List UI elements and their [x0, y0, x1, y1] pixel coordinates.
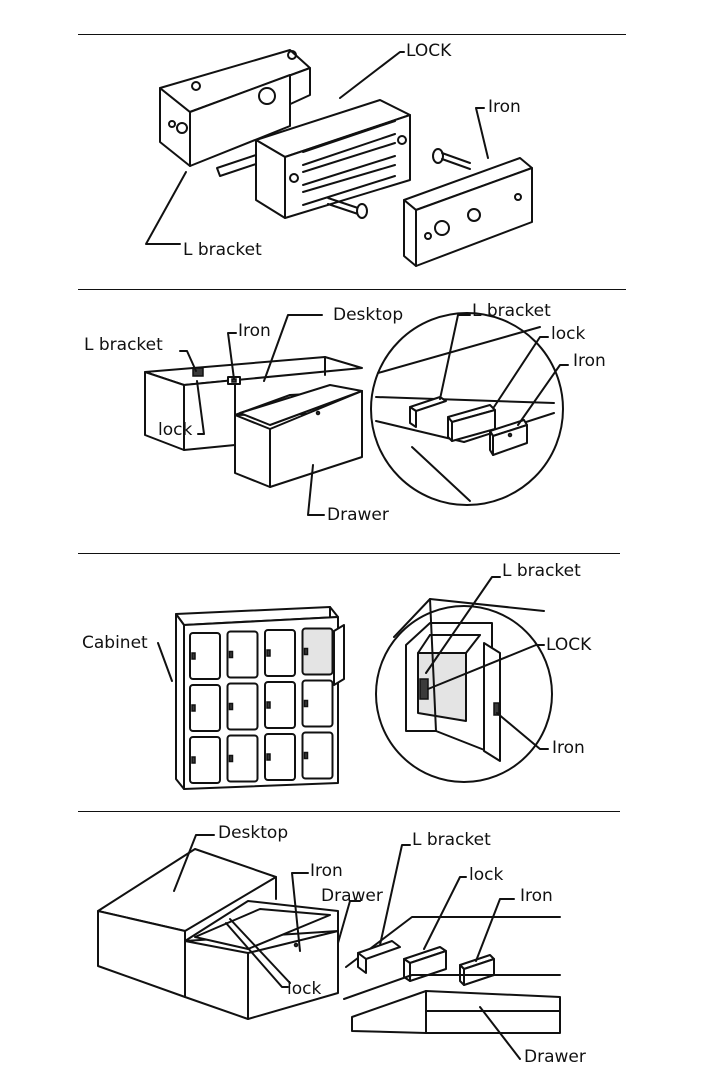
- iron-plate-drawing: [403, 157, 533, 267]
- locker-door: [189, 736, 221, 784]
- drawer-drawing: [234, 384, 363, 488]
- l-bracket-label: L bracket: [84, 335, 163, 355]
- iron-label: Iron: [552, 738, 585, 758]
- cabinet-label: Cabinet: [82, 633, 148, 653]
- locker-door: [264, 681, 296, 729]
- locker-latch: [266, 753, 271, 761]
- locker-door: [226, 630, 259, 679]
- locker-door: [226, 734, 259, 783]
- locker-latch: [191, 756, 196, 764]
- lock-label: lock: [287, 979, 322, 999]
- locker-door: [301, 627, 334, 676]
- detail-circle-drawing: [370, 312, 564, 506]
- cabinet-drawing: [175, 606, 339, 790]
- locker-door: [264, 733, 296, 781]
- detail-lock-label: lock: [469, 865, 504, 885]
- desktop-label: Desktop: [218, 823, 289, 843]
- divider-2: [78, 289, 626, 290]
- detail-drawer-label: Drawer: [524, 1047, 586, 1067]
- cabinet-install-drawing: [157, 576, 553, 790]
- screw-drawing-right: [432, 148, 471, 170]
- locker-latch: [228, 702, 234, 711]
- locker-latch: [303, 699, 309, 708]
- cabinet-doors-drawing: [189, 627, 334, 784]
- detail-lock-label: lock: [551, 324, 586, 344]
- cabinet-detail-drawing: [375, 598, 553, 783]
- screw-drawing-left: [327, 197, 368, 219]
- detail-iron-label: Iron: [573, 351, 606, 371]
- locker-door: [264, 629, 296, 677]
- locker-latch: [191, 704, 196, 712]
- divider-top: [78, 34, 626, 35]
- desk-drawing: [144, 356, 363, 451]
- locker-door: [189, 632, 221, 680]
- lock-label: LOCK: [406, 41, 452, 61]
- drawer-install-drawing: [144, 312, 569, 516]
- locker-door: [189, 684, 221, 732]
- locker-latch: [266, 701, 271, 709]
- drawer-label: Drawer: [327, 505, 389, 525]
- locker-latch: [191, 652, 196, 660]
- panel-cabinet-install: Cabinet L bracket LOCK Iron: [0, 553, 712, 811]
- desk-drawer-drawing: [97, 834, 561, 1060]
- locker-latch: [228, 754, 234, 763]
- drawer-4-drawing: [184, 900, 339, 1020]
- panel-drawer-install: L bracket Iron Desktop lock Drawer L bra…: [0, 285, 712, 553]
- detail-l-bracket-label: L bracket: [412, 830, 491, 850]
- lock-body-drawing: [255, 99, 411, 219]
- locker-latch: [303, 751, 309, 760]
- divider-4: [78, 811, 620, 812]
- locker-latch: [228, 650, 234, 659]
- detail-parts-drawing: [343, 916, 561, 1034]
- iron-label: Iron: [488, 97, 521, 117]
- lock-label: lock: [158, 420, 193, 440]
- exploded-lock-drawing: [145, 49, 533, 267]
- l-bracket-label: L bracket: [183, 240, 262, 260]
- lock-label: LOCK: [546, 635, 592, 655]
- detail-l-bracket-label: L bracket: [472, 301, 551, 321]
- iron-label: Iron: [238, 321, 271, 341]
- divider-3: [78, 553, 620, 554]
- locker-latch: [303, 647, 309, 656]
- iron-label: Iron: [310, 861, 343, 881]
- l-bracket-drawing: [159, 49, 311, 167]
- panel-desk-drawer-install: Desktop Iron Drawer lock L bracket lock …: [0, 811, 712, 1076]
- locker-door: [301, 679, 334, 728]
- l-bracket-label: L bracket: [502, 561, 581, 581]
- detail-iron-label: Iron: [520, 886, 553, 906]
- locker-door: [226, 682, 259, 731]
- desktop-label: Desktop: [333, 305, 404, 325]
- locker-latch: [266, 649, 271, 657]
- panel-exploded-view: LOCK Iron L bracket: [0, 0, 712, 285]
- drawer-label: Drawer: [321, 886, 383, 906]
- locker-door: [301, 731, 334, 780]
